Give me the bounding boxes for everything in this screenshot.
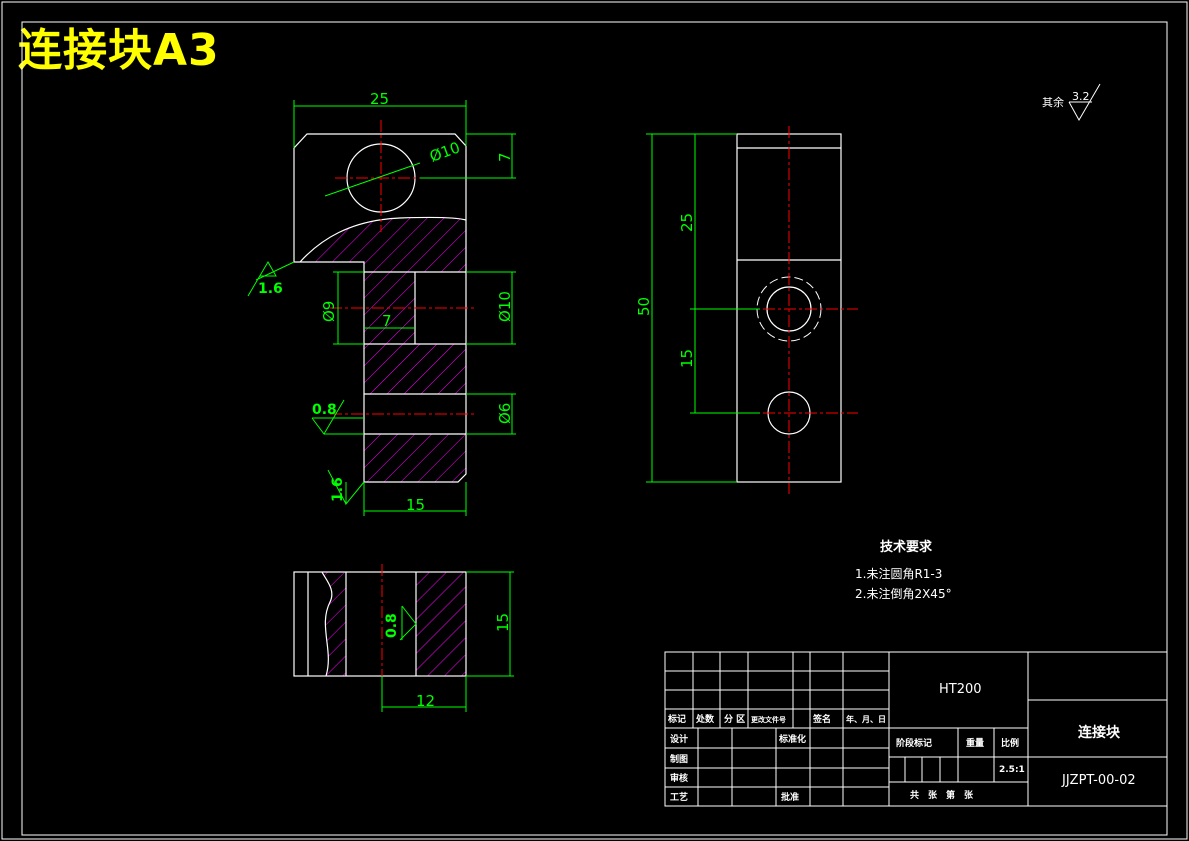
tb-header-3: 更改文件号 [751, 715, 786, 724]
front-hatch-lower [364, 434, 466, 482]
side-view: 50 25 15 [635, 126, 858, 494]
tb-approve-label: 批准 [781, 791, 799, 803]
roughness-value-3: 1.6 [330, 477, 346, 502]
bottom-view: 15 12 0.8 [293, 564, 514, 712]
tb-header-5: 年、月、日 [846, 714, 886, 724]
dim-dia-top: Ø10 [427, 138, 462, 165]
dim-dia-left: Ø9 [320, 301, 338, 322]
dim-depth: 7 [382, 312, 392, 330]
inner-border [21, 21, 1168, 836]
dim-upper-25: 25 [678, 213, 696, 232]
tb-scale-value: 2.5:1 [999, 765, 1025, 775]
dim-width-top: 25 [370, 90, 389, 108]
tb-row-0: 设计 [670, 733, 688, 745]
surface-roughness-note: 其余 3.2 [1042, 83, 1101, 122]
tb-header-2: 分 区 [724, 713, 745, 725]
tb-row-3: 工艺 [670, 791, 688, 803]
dim-lower-15: 15 [678, 349, 696, 368]
front-view: 25 7 Ø10 Ø9 7 Ø10 Ø6 15 1.6 0.8 1.6 [247, 90, 516, 516]
dim-width-bottom: 15 [406, 496, 425, 514]
dim-bottom-height: 15 [494, 613, 512, 632]
tb-std-label: 标准化 [778, 733, 806, 745]
drawing-title: 连接块A3 [18, 25, 220, 76]
surface-note-label: 其余 [1042, 95, 1064, 109]
tb-sheets-label: 共 张 第 张 [910, 789, 974, 801]
tb-header-0: 标记 [667, 713, 686, 725]
bottom-hatch-right [416, 572, 466, 676]
tb-header-4: 签名 [812, 713, 831, 725]
tech-item-1: 1.未注圆角R1-3 [855, 566, 942, 581]
roughness-value-bottom: 0.8 [384, 613, 400, 638]
tb-weight-label: 重量 [966, 737, 984, 749]
roughness-value-2: 0.8 [312, 402, 337, 418]
surface-note-value: 3.2 [1072, 90, 1090, 103]
tech-item-2: 2.未注倒角2X45° [855, 586, 952, 601]
tb-row-2: 审核 [670, 772, 688, 784]
tech-heading: 技术要求 [880, 539, 933, 555]
dim-hole-top: 7 [496, 152, 514, 162]
dim-height-50: 50 [635, 297, 653, 316]
roughness-value-1: 1.6 [258, 281, 283, 297]
title-block: 标记 处数 分 区 更改文件号 签名 年、月、日 设计 制图 审核 工艺 标准化… [664, 651, 1168, 807]
tb-row-1: 制图 [670, 753, 688, 765]
tb-header-1: 处数 [695, 713, 715, 725]
dim-dia-small: Ø6 [496, 403, 514, 424]
tb-part-name: 连接块 [1078, 724, 1121, 741]
dim-bottom-width: 12 [416, 692, 435, 710]
tb-material: HT200 [939, 682, 982, 697]
tb-scale-label: 比例 [1001, 737, 1019, 749]
tb-stage-label: 阶段标记 [896, 737, 932, 749]
tb-drawing-no: JJZPT-00-02 [1061, 773, 1136, 788]
dim-dia-right: Ø10 [496, 291, 514, 322]
tech-requirements: 技术要求 1.未注圆角R1-3 2.未注倒角2X45° [855, 539, 952, 601]
